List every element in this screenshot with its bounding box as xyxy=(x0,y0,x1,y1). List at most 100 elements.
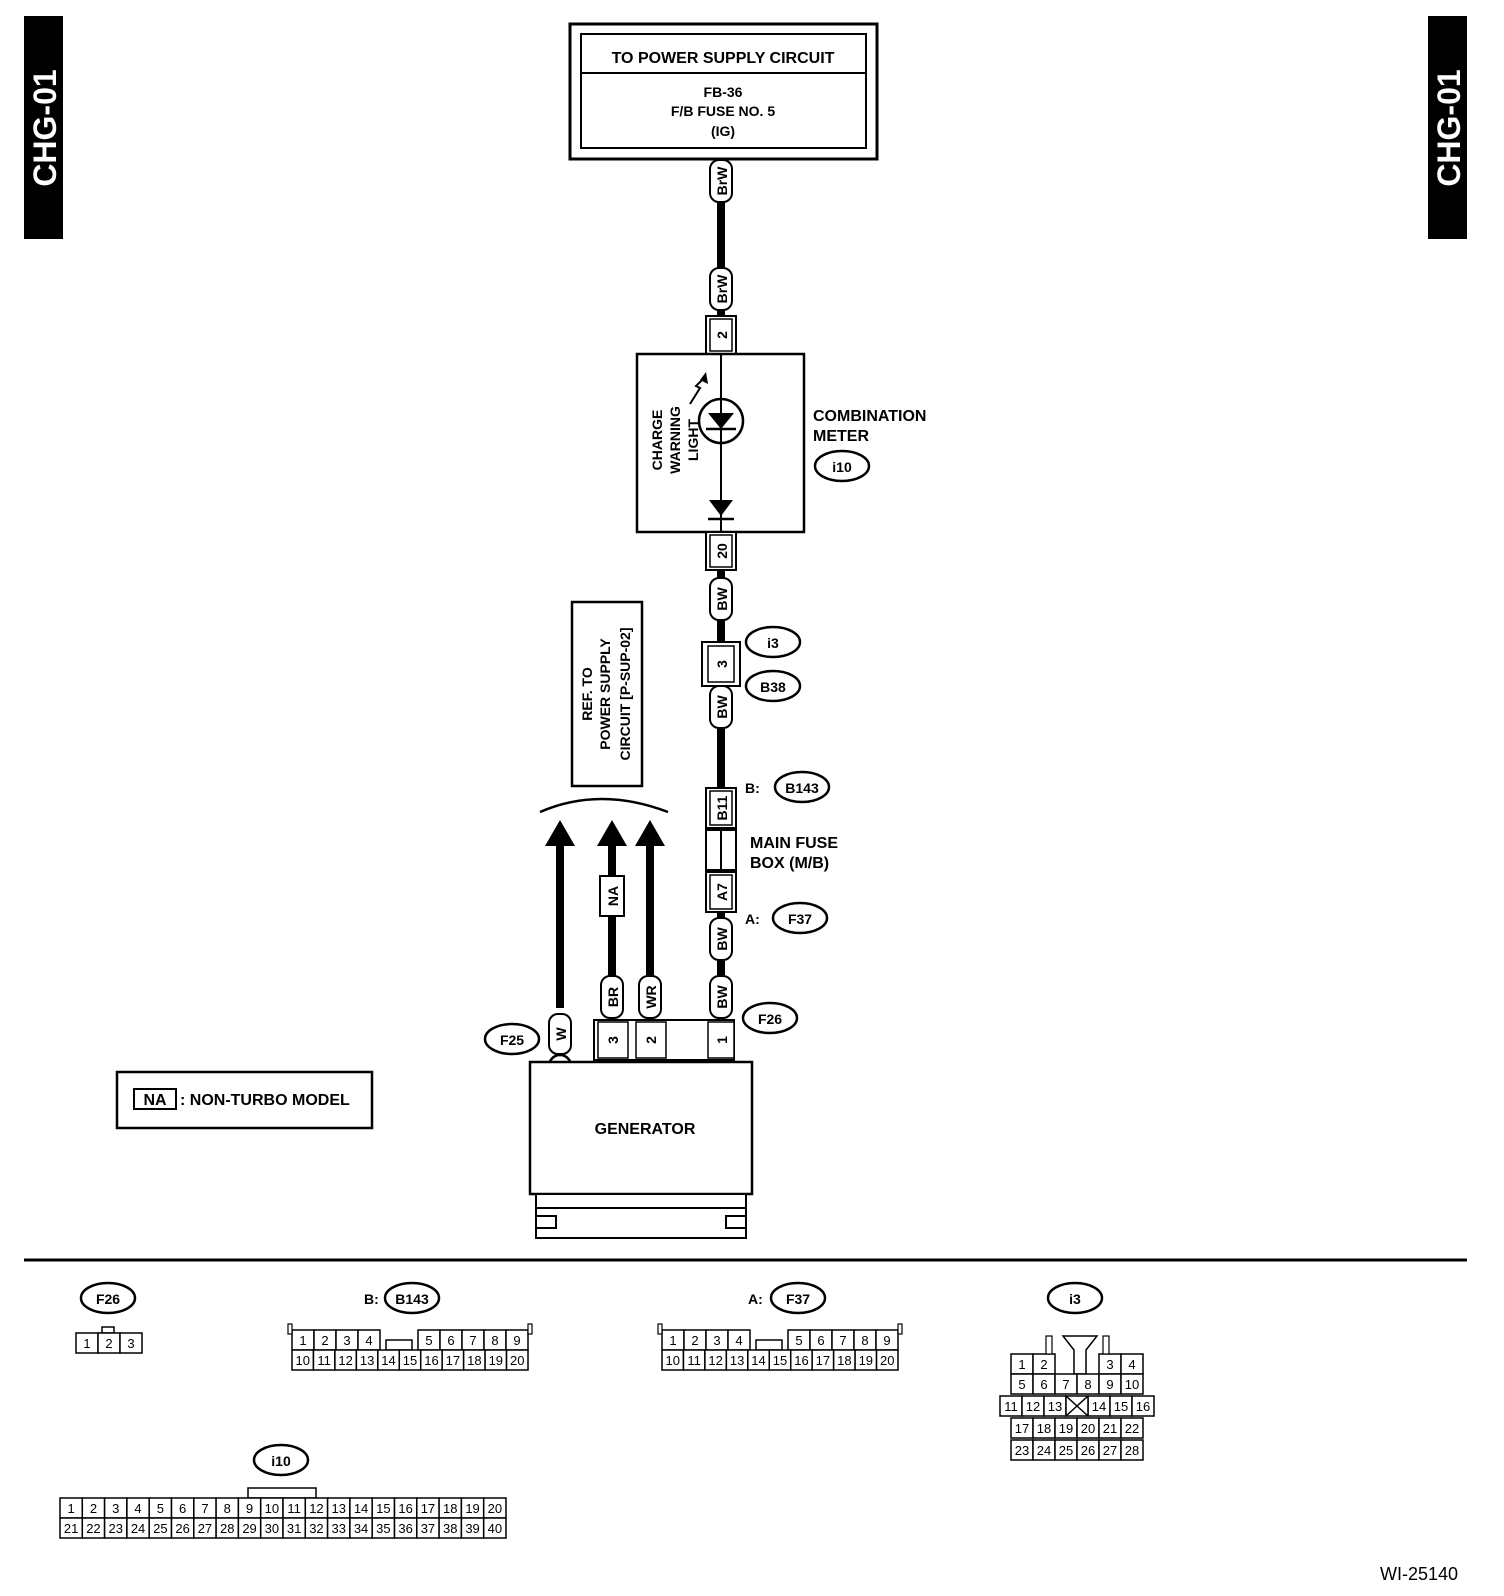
connector-latch xyxy=(287,1323,293,1335)
pin-cell xyxy=(1131,1395,1155,1417)
svg-text:NA: NA xyxy=(605,886,621,906)
pin-cell xyxy=(1120,1417,1144,1439)
svg-text:BrW: BrW xyxy=(714,166,730,196)
pin-label: 20 xyxy=(880,1353,894,1368)
pin-label: 9 xyxy=(883,1333,890,1348)
pin-label: 14 xyxy=(1092,1399,1106,1414)
svg-text:B143: B143 xyxy=(785,780,819,796)
pin-label: 5 xyxy=(157,1501,164,1516)
connector-latch xyxy=(1045,1335,1053,1355)
f37-prefix: A: xyxy=(745,911,760,927)
pin-label: 21 xyxy=(1103,1421,1117,1436)
power-supply-title: TO POWER SUPPLY CIRCUIT xyxy=(612,50,835,67)
pin-label: 28 xyxy=(220,1521,234,1536)
power-supply-fuse-mode: (IG) xyxy=(711,123,735,139)
arrow-w-icon xyxy=(545,820,575,1008)
connector-badge-b143: B143 xyxy=(773,770,831,804)
power-supply-fuse-name: F/B FUSE NO. 5 xyxy=(671,103,775,119)
pin-label: 15 xyxy=(376,1501,390,1516)
main-fuse-box-label: MAIN FUSE xyxy=(750,835,838,852)
svg-text:BR: BR xyxy=(605,987,621,1007)
connector-key xyxy=(755,1339,783,1351)
pin-label: 3 xyxy=(713,1333,720,1348)
wire-tag-bw-2: BW xyxy=(709,685,733,729)
pin-label: 18 xyxy=(467,1353,481,1368)
pin-label: 13 xyxy=(360,1353,374,1368)
pin-label: 27 xyxy=(198,1521,212,1536)
pin-label: 14 xyxy=(381,1353,395,1368)
pin-label: 7 xyxy=(469,1333,476,1348)
pin-label: 11 xyxy=(287,1501,301,1516)
pin-label: 16 xyxy=(794,1353,808,1368)
pin-label: 26 xyxy=(175,1521,189,1536)
connector-latch xyxy=(527,1323,533,1335)
pin-label: 37 xyxy=(421,1521,435,1536)
pin-label: 6 xyxy=(1040,1377,1047,1392)
pin-label: 18 xyxy=(837,1353,851,1368)
pin-label: 28 xyxy=(1125,1443,1139,1458)
pin-label: 8 xyxy=(861,1333,868,1348)
pin-label: 24 xyxy=(131,1521,145,1536)
pin-label: 3 xyxy=(127,1336,134,1351)
pin-label: 4 xyxy=(134,1501,141,1516)
pin-label: 10 xyxy=(295,1353,309,1368)
power-supply-fuse-id: FB-36 xyxy=(704,84,743,100)
pin-label: 29 xyxy=(242,1521,256,1536)
legend-text: : NON-TURBO MODEL xyxy=(180,1092,350,1109)
pin-label: 13 xyxy=(332,1501,346,1516)
pin-label: 22 xyxy=(86,1521,100,1536)
pin-label: 5 xyxy=(795,1333,802,1348)
svg-text:B143: B143 xyxy=(395,1291,429,1307)
wire-tag-bw-3: BW xyxy=(709,917,733,961)
b143-prefix: B: xyxy=(745,780,760,796)
pin-label: 3 xyxy=(1106,1357,1113,1372)
svg-text:B:: B: xyxy=(364,1291,379,1307)
section-tab-right: CHG-01 xyxy=(1428,16,1467,239)
pin-label: 26 xyxy=(1081,1443,1095,1458)
svg-text:1: 1 xyxy=(714,1036,730,1044)
pin-label: 17 xyxy=(446,1353,460,1368)
svg-text:F26: F26 xyxy=(96,1291,120,1307)
pin-label: 1 xyxy=(299,1333,306,1348)
pin-label: 9 xyxy=(246,1501,253,1516)
generator-label: GENERATOR xyxy=(595,1121,696,1138)
wire-tag-br: BR xyxy=(600,975,624,1019)
svg-text:2: 2 xyxy=(714,331,730,339)
pin-label: 19 xyxy=(1059,1421,1073,1436)
svg-text:20: 20 xyxy=(714,543,730,559)
pin-label: 14 xyxy=(354,1501,368,1516)
pin-label: 25 xyxy=(1059,1443,1073,1458)
pin-label: 4 xyxy=(735,1333,742,1348)
pin-cell xyxy=(1120,1439,1144,1461)
svg-text:F37: F37 xyxy=(786,1291,810,1307)
diode-icon xyxy=(709,500,733,516)
pin-cell xyxy=(119,1332,143,1354)
pin-label: 34 xyxy=(354,1521,368,1536)
svg-text:BW: BW xyxy=(714,695,730,719)
pin-label: 23 xyxy=(109,1521,123,1536)
svg-text:REF. TO: REF. TO xyxy=(579,667,595,721)
pin-cell xyxy=(875,1349,899,1371)
connector-badge-i3: i3 xyxy=(744,625,802,659)
svg-text:F26: F26 xyxy=(758,1011,782,1027)
pin-label: 19 xyxy=(859,1353,873,1368)
svg-text:2: 2 xyxy=(643,1036,659,1044)
connector-badge-b38: B38 xyxy=(744,669,802,703)
svg-text:LIGHT: LIGHT xyxy=(685,419,701,461)
pin-label: 9 xyxy=(513,1333,520,1348)
pin-label: 21 xyxy=(64,1521,78,1536)
pin-label: 8 xyxy=(224,1501,231,1516)
legend-code: NA xyxy=(143,1092,167,1109)
connector-f26: 3 2 1 xyxy=(593,1019,735,1061)
pin-label: 30 xyxy=(265,1521,279,1536)
connector-badge-f26: F26 xyxy=(741,1001,799,1035)
pin-cell xyxy=(505,1349,529,1371)
combination-meter-title-2: METER xyxy=(813,428,869,445)
pin-label: 4 xyxy=(365,1333,372,1348)
svg-text:i10: i10 xyxy=(271,1453,291,1469)
svg-text:BrW: BrW xyxy=(714,274,730,304)
svg-text:B38: B38 xyxy=(760,679,786,695)
